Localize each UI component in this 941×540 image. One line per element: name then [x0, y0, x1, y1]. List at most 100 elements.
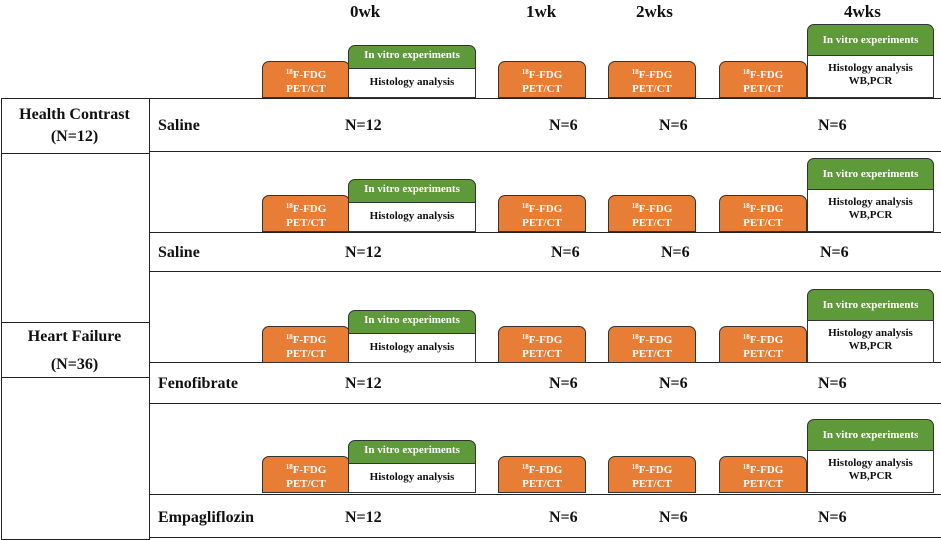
- petct-label: 18F-FDG: [521, 463, 563, 476]
- petct-label: 18F-FDG: [631, 333, 673, 346]
- row-name-hf-saline: Saline: [158, 244, 200, 261]
- petct-label-line2: PET/CT: [632, 478, 672, 490]
- petct-label-line2: PET/CT: [286, 478, 326, 490]
- petct-label: 18F-FDG: [285, 202, 327, 215]
- petct-box-hf-saline-3: 18F-FDG PET/CT: [719, 195, 807, 232]
- histology-4wk-line1: Histology analysis: [828, 196, 913, 208]
- petct-label: 18F-FDG: [631, 68, 673, 81]
- petct-label-line2: PET/CT: [743, 83, 783, 95]
- histology-box-0wk-hf-empagliflozin: Histology analysis: [348, 464, 476, 493]
- petct-label-line2: PET/CT: [743, 217, 783, 229]
- n-4wks-row2: N=6: [820, 244, 849, 261]
- heart-failure-label: Heart Failure: [27, 328, 122, 345]
- vitro-box-4wks-hf-saline: In vitro experiments: [807, 158, 934, 190]
- petct-box-hf-fenofibrate-0: 18F-FDG PET/CT: [262, 326, 350, 363]
- petct-label-line2: PET/CT: [632, 348, 672, 360]
- petct-label: 18F-FDG: [521, 68, 563, 81]
- petct-label-line2: PET/CT: [522, 348, 562, 360]
- n-4wks-row1: N=6: [818, 117, 847, 134]
- petct-label: 18F-FDG: [521, 202, 563, 215]
- petct-label-line2: PET/CT: [743, 478, 783, 490]
- histology-4wk-line1: Histology analysis: [828, 62, 913, 74]
- petct-label: 18F-FDG: [631, 463, 673, 476]
- histology-4wk-line1: Histology analysis: [828, 457, 913, 469]
- timepoint-label-2wks: 2wks: [636, 2, 673, 21]
- petct-label: 18F-FDG: [285, 463, 327, 476]
- petct-box-health-saline-1: 18F-FDG PET/CT: [498, 61, 586, 98]
- petct-box-hf-empagliflozin-3: 18F-FDG PET/CT: [719, 456, 807, 493]
- n-2wks-row4: N=6: [659, 509, 688, 526]
- petct-label: 18F-FDG: [742, 202, 784, 215]
- petct-label: 18F-FDG: [742, 463, 784, 476]
- histology-box-0wk-hf-fenofibrate: Histology analysis: [348, 334, 476, 363]
- petct-box-hf-fenofibrate-3: 18F-FDG PET/CT: [719, 326, 807, 363]
- row-name-hf-fenofibrate: Fenofibrate: [158, 375, 238, 392]
- health-contrast-group-box: [1, 98, 150, 154]
- vitro-box-0wk-hf-empagliflozin: In vitro experiments: [348, 440, 476, 464]
- vitro-box-4wks-hf-fenofibrate: In vitro experiments: [807, 289, 934, 321]
- histology-4wk-line2: WB,PCR: [848, 209, 893, 221]
- vitro-box-4wks-hf-empagliflozin: In vitro experiments: [807, 419, 934, 451]
- row-band-hf-empagliflozin: [149, 494, 941, 538]
- petct-box-hf-saline-2: 18F-FDG PET/CT: [608, 195, 696, 232]
- n-1wk-row4: N=6: [549, 509, 578, 526]
- petct-label-line2: PET/CT: [522, 478, 562, 490]
- n-1wk-row1: N=6: [549, 117, 578, 134]
- histology-4wk-line2: WB,PCR: [848, 470, 893, 482]
- petct-label-line2: PET/CT: [522, 83, 562, 95]
- petct-label: 18F-FDG: [742, 333, 784, 346]
- petct-box-hf-fenofibrate-2: 18F-FDG PET/CT: [608, 326, 696, 363]
- n-0wk-row2: N=12: [345, 244, 382, 261]
- n-4wks-row3: N=6: [818, 375, 847, 392]
- petct-label: 18F-FDG: [285, 68, 327, 81]
- petct-box-hf-empagliflozin-1: 18F-FDG PET/CT: [498, 456, 586, 493]
- n-4wks-row4: N=6: [818, 509, 847, 526]
- row-name-health-saline: Saline: [158, 117, 200, 134]
- petct-box-health-saline-2: 18F-FDG PET/CT: [608, 61, 696, 98]
- petct-label: 18F-FDG: [285, 333, 327, 346]
- heart-failure-group-box: [1, 322, 150, 378]
- histology-4wk-line2: WB,PCR: [848, 340, 893, 352]
- petct-label-line2: PET/CT: [286, 217, 326, 229]
- health-contrast-n: (N=12): [50, 128, 99, 145]
- n-0wk-row4: N=12: [345, 509, 382, 526]
- histology-box-0wk-health-saline: Histology analysis: [348, 69, 476, 98]
- n-2wks-row2: N=6: [661, 244, 690, 261]
- n-0wk-row3: N=12: [345, 375, 382, 392]
- petct-label: 18F-FDG: [742, 68, 784, 81]
- petct-box-health-saline-3: 18F-FDG PET/CT: [719, 61, 807, 98]
- row-name-hf-empagliflozin: Empagliflozin: [158, 509, 255, 526]
- petct-label-line2: PET/CT: [632, 83, 672, 95]
- petct-box-hf-empagliflozin-2: 18F-FDG PET/CT: [608, 456, 696, 493]
- heart-failure-upper-box: [1, 154, 150, 324]
- histology-box-0wk-hf-saline: Histology analysis: [348, 203, 476, 232]
- n-0wk-row1: N=12: [345, 117, 382, 134]
- vitro-box-0wk-hf-fenofibrate: In vitro experiments: [348, 310, 476, 334]
- n-2wks-row1: N=6: [659, 117, 688, 134]
- petct-label-line2: PET/CT: [632, 217, 672, 229]
- vitro-box-4wks-health-saline: In vitro experiments: [807, 24, 934, 56]
- vitro-box-0wk-hf-saline: In vitro experiments: [348, 179, 476, 203]
- row-band-health-saline: [149, 98, 941, 152]
- heart-failure-lower-box: [1, 378, 150, 540]
- petct-label-line2: PET/CT: [743, 348, 783, 360]
- row-band-hf-saline: [149, 232, 941, 272]
- timepoint-label-0wk: 0wk: [350, 2, 381, 21]
- n-2wks-row3: N=6: [659, 375, 688, 392]
- petct-label-line2: PET/CT: [286, 348, 326, 360]
- n-1wk-row3: N=6: [549, 375, 578, 392]
- petct-box-health-saline-0: 18F-FDG PET/CT: [262, 61, 350, 98]
- vitro-box-0wk-health-saline: In vitro experiments: [348, 45, 476, 69]
- petct-box-hf-empagliflozin-0: 18F-FDG PET/CT: [262, 456, 350, 493]
- n-1wk-row2: N=6: [551, 244, 580, 261]
- petct-label-line2: PET/CT: [286, 83, 326, 95]
- health-contrast-label: Health Contrast: [19, 106, 130, 123]
- heart-failure-n: (N=36): [50, 356, 99, 373]
- petct-label: 18F-FDG: [631, 202, 673, 215]
